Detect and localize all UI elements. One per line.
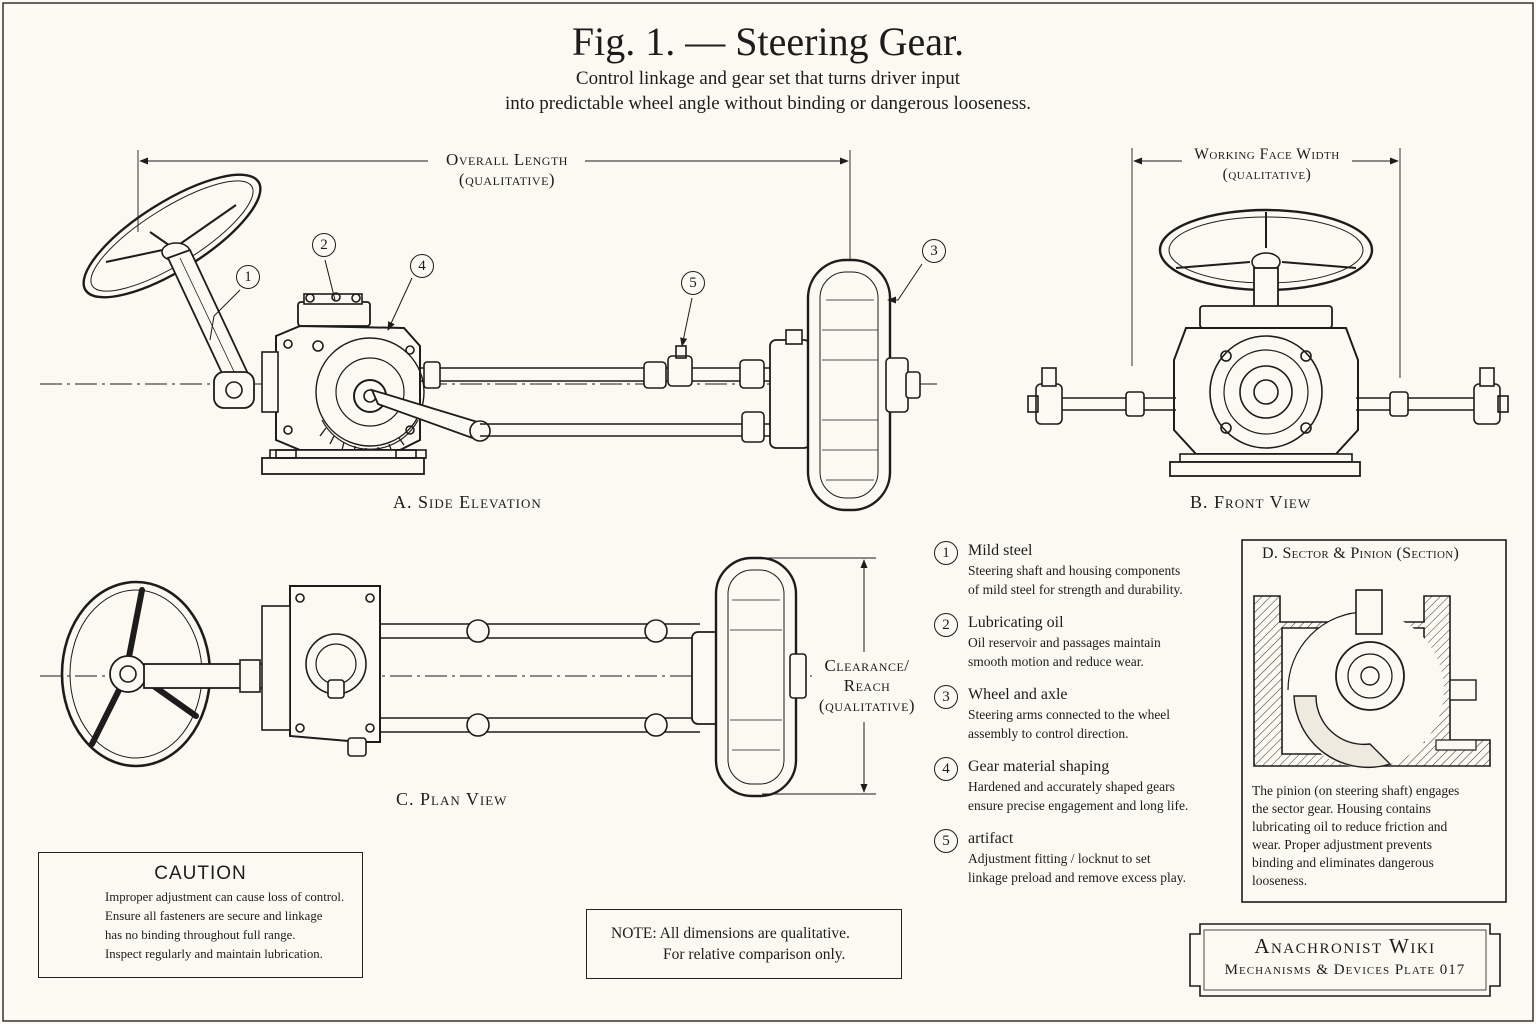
page-title: Fig. 1. — Steering Gear. <box>0 18 1536 65</box>
side-sector-outline <box>315 337 425 447</box>
subtitle-line-2: into predictable wheel angle without bin… <box>504 93 1032 114</box>
front-base-plate <box>1169 461 1361 477</box>
section-line: The pinion (on steering shaft) engages <box>1252 783 1460 798</box>
caution-text: Improper adjustment can cause loss of co… <box>105 888 362 964</box>
caution-line: Inspect regularly and maintain lubricati… <box>105 947 323 961</box>
legend-item: 4 Gear material shaping Hardened and acc… <box>934 756 1224 815</box>
callout-1-leader <box>209 289 241 341</box>
caution-line: Ensure all fasteners are secure and link… <box>105 909 323 923</box>
legend-title: artifact <box>968 830 1014 847</box>
section-line: binding and eliminates dangerous <box>1252 855 1434 870</box>
plan-hub-cap <box>789 653 807 699</box>
section-line: lubricating oil to reduce friction and <box>1252 819 1448 834</box>
reach-text: Reach <box>843 676 891 695</box>
legend-desc: assembly to control direction. <box>968 725 1129 741</box>
title-text: Fig. 1. — Steering Gear. <box>571 19 965 64</box>
clearance-note: (qualitative) <box>818 696 916 715</box>
caution-line: has no binding throughout full range. <box>105 928 296 942</box>
view-label-side: A. Side Elevation <box>393 492 542 512</box>
legend-title: Gear material shaping <box>968 758 1110 775</box>
clearance-text: Clearance/ <box>824 656 910 675</box>
working-face-width-text: Working Face Width <box>1194 146 1340 163</box>
callout-5-leader <box>680 297 693 347</box>
callout-2-leader <box>324 259 336 301</box>
legend-desc: linkage preload and remove excess play. <box>968 869 1187 885</box>
legend-number: 4 <box>934 757 958 781</box>
side-steering-knuckle <box>769 339 811 449</box>
legend-item: 1 Mild steel Steering shaft and housing … <box>934 540 1224 599</box>
clearance-reach-label: Clearance/ Reach (qualitative) <box>812 656 922 716</box>
page-subtitle: Control linkage and gear set that turns … <box>0 66 1536 116</box>
callout-3: 3 <box>922 239 946 263</box>
callout-4: 4 <box>410 254 434 278</box>
legend-title: Wheel and axle <box>968 686 1068 703</box>
legend-desc: Adjustment fitting / locknut to set <box>968 851 1151 866</box>
legend-desc: ensure precise engagement and long life. <box>968 797 1189 813</box>
wiki-name: Anachronist Wiki <box>1254 934 1436 958</box>
note-line-2: For relative comparison only. <box>663 946 846 963</box>
section-panel <box>1241 539 1507 903</box>
callout-3-leader <box>887 263 923 304</box>
legend-title: Mild steel <box>968 542 1033 559</box>
legend-desc: Steering shaft and housing components <box>968 563 1181 578</box>
legend-number: 5 <box>934 829 958 853</box>
legend-number: 2 <box>934 613 958 637</box>
legend-item: 5 artifact Adjustment fitting / locknut … <box>934 828 1224 887</box>
legend-desc: smooth motion and reduce wear. <box>968 653 1144 669</box>
working-face-width-label: Working Face Width (qualitative) <box>1182 145 1352 185</box>
overall-length-note: (qualitative) <box>458 170 556 189</box>
view-label-front: B. Front View <box>1190 492 1312 512</box>
side-hub-cap <box>905 371 921 399</box>
working-face-width-note: (qualitative) <box>1222 166 1312 183</box>
section-line: the sector gear. Housing contains <box>1252 801 1431 816</box>
callout-1: 1 <box>236 265 260 289</box>
section-line: looseness. <box>1252 873 1308 888</box>
legend-desc: of mild steel for strength and durabilit… <box>968 581 1183 597</box>
note-box: NOTE: All dimensions are qualitative. Fo… <box>586 909 902 979</box>
section-description: The pinion (on steering shaft) engages t… <box>1252 782 1500 890</box>
callout-2: 2 <box>312 233 336 257</box>
plate-number: Mechanisms & Devices Plate 017 <box>1224 962 1466 978</box>
side-steering-wheel <box>82 173 262 299</box>
side-adjust-fitting <box>667 355 693 387</box>
plan-view <box>40 556 876 798</box>
caution-title: CAUTION <box>154 863 247 884</box>
legend-item: 3 Wheel and axle Steering arms connected… <box>934 684 1224 743</box>
plate-label-frame <box>1189 923 1501 997</box>
plan-gearbox-housing <box>289 585 381 743</box>
view-label-plan: C. Plan View <box>396 789 508 809</box>
legend-desc: Hardened and accurately shaped gears <box>968 779 1175 794</box>
legend-title: Lubricating oil <box>968 614 1064 631</box>
legend-desc: Oil reservoir and passages maintain <box>968 635 1161 650</box>
section-sector-gear <box>1293 695 1392 769</box>
callout-4-leader <box>387 277 413 331</box>
legend-list: 1 Mild steel Steering shaft and housing … <box>934 540 1224 900</box>
side-gearbox-housing <box>275 324 421 451</box>
caution-line: Improper adjustment can cause loss of co… <box>105 890 345 904</box>
note-line-1: NOTE: All dimensions are qualitative. <box>611 925 850 942</box>
side-elevation-view <box>40 150 940 512</box>
side-base-plate <box>261 457 425 475</box>
legend-number: 1 <box>934 541 958 565</box>
callout-5: 5 <box>681 271 705 295</box>
section-line: wear. Proper adjustment prevents <box>1252 837 1432 852</box>
front-left-knuckle <box>1035 383 1063 425</box>
legend-number: 3 <box>934 685 958 709</box>
subtitle-line-1: Control linkage and gear set that turns … <box>575 68 961 89</box>
plate-label: Anachronist Wiki Mechanisms & Devices Pl… <box>1204 934 1486 979</box>
legend-desc: Steering arms connected to the wheel <box>968 707 1171 722</box>
section-view <box>1253 589 1491 769</box>
legend-item: 2 Lubricating oil Oil reservoir and pass… <box>934 612 1224 671</box>
overall-length-text: Overall Length <box>446 150 568 169</box>
front-right-knuckle <box>1473 383 1501 425</box>
overall-length-label: Overall Length (qualitative) <box>428 150 586 190</box>
view-label-section: D. Sector & Pinion (Section) <box>1262 545 1460 562</box>
caution-box: CAUTION Improper adjustment can cause lo… <box>38 852 363 978</box>
front-view <box>1027 148 1509 477</box>
